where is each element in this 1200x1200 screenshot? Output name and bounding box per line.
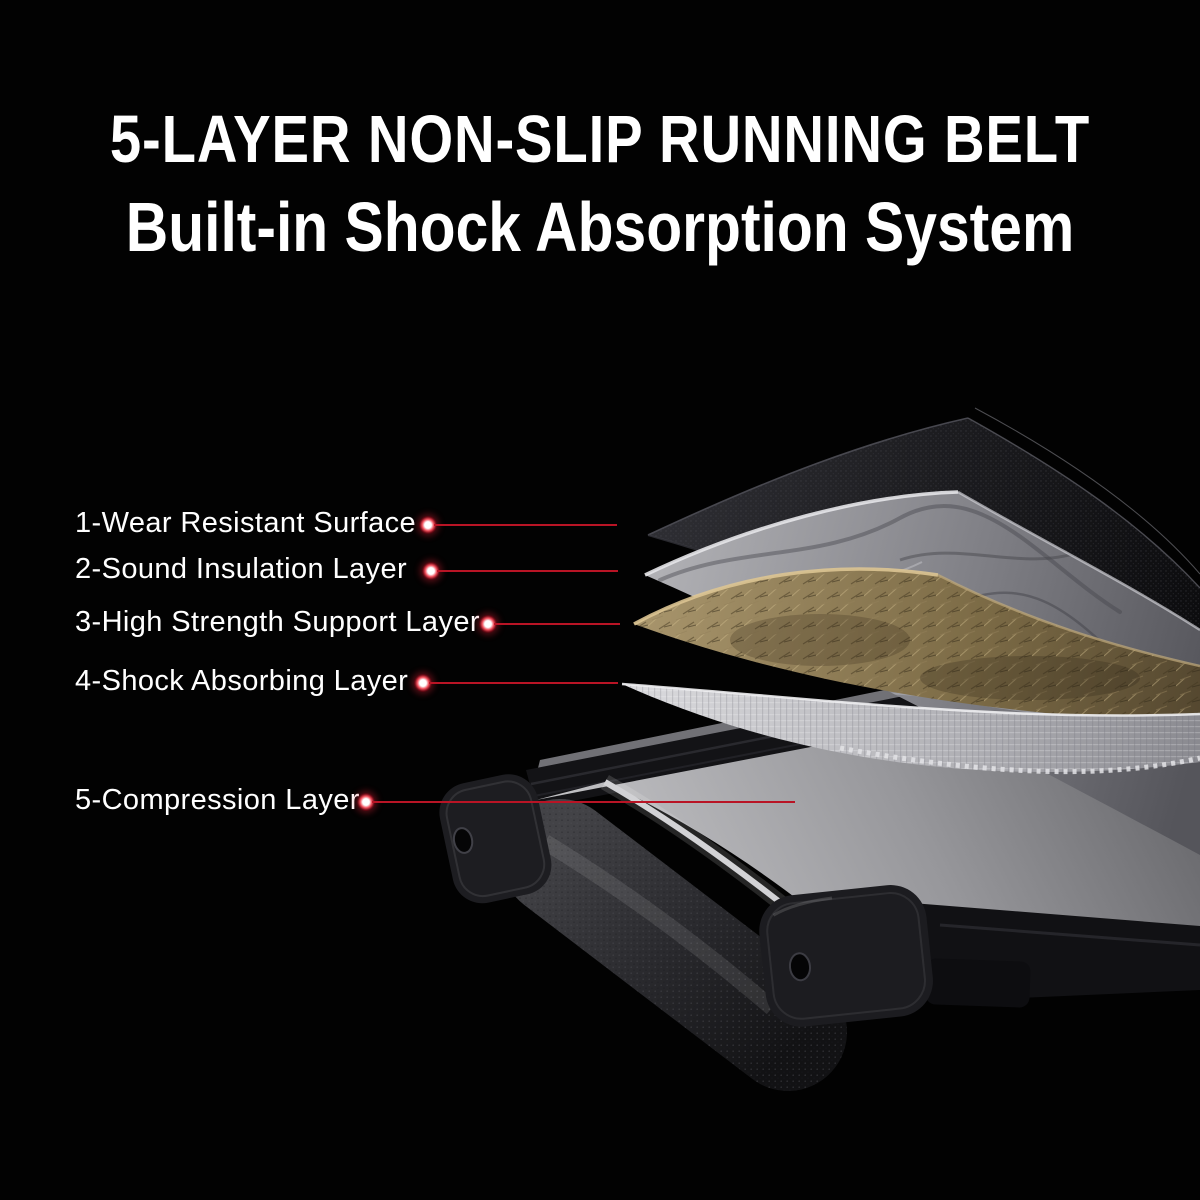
foot-tab [925, 958, 1031, 1008]
bolt-hole-left [452, 827, 474, 854]
callout-label-high-strength-support: 3-High Strength Support Layer [75, 606, 480, 638]
title-line-1: 5-LAYER NON-SLIP RUNNING BELT [109, 102, 1091, 177]
callout-label-shock-absorbing: 4-Shock Absorbing Layer [75, 665, 409, 697]
callout-dot-1 [419, 516, 437, 534]
callout-line-3 [494, 623, 620, 625]
callout-line-4 [429, 682, 618, 684]
page-title: 5-LAYER NON-SLIP RUNNING BELT Built-in S… [96, 102, 1104, 267]
callout-line-2 [437, 570, 618, 572]
corner-cap-left [439, 774, 552, 904]
callout-label-compression: 5-Compression Layer [75, 784, 360, 816]
callout-label-sound-insulation: 2-Sound Insulation Layer [75, 553, 408, 585]
callout-line-5 [372, 801, 795, 803]
bolt-hole-front [788, 952, 812, 982]
callout-dot-3 [479, 615, 497, 633]
title-line-2: Built-in Shock Absorption System [125, 188, 1075, 267]
callout-dot-4 [414, 674, 432, 692]
callout-line-1 [434, 524, 617, 526]
callout-label-wear-resistant: 1-Wear Resistant Surface [75, 507, 417, 539]
front-roller [501, 799, 847, 1091]
callout-dot-5 [357, 793, 375, 811]
callout-dot-2 [422, 562, 440, 580]
corner-cap-front [759, 885, 933, 1027]
